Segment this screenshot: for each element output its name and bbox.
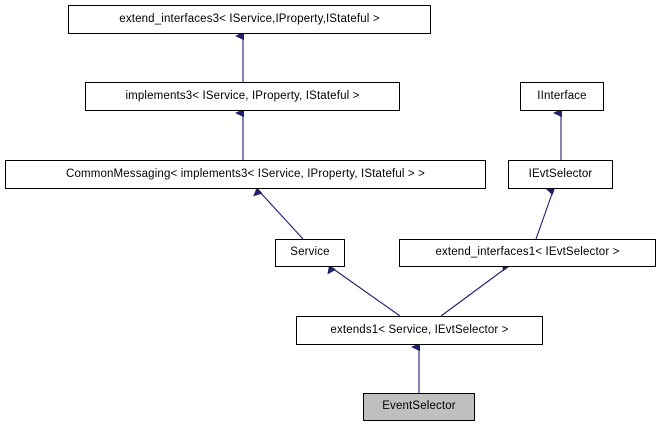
class-node-label: implements3< IService, IProperty, IState… — [125, 89, 360, 102]
class-node-label: IInterface — [537, 89, 587, 102]
class-node-label: extends1< Service, IEvtSelector > — [330, 323, 509, 336]
class-node-IInterface[interactable]: IInterface — [520, 82, 604, 111]
class-node-IEvtSelector[interactable]: IEvtSelector — [508, 160, 613, 189]
class-node-label: extend_interfaces1< IEvtSelector > — [435, 246, 620, 259]
inheritance-edge-extend_interfaces1-to-IEvtSelector — [535, 187, 556, 240]
class-node-extends1[interactable]: extends1< Service, IEvtSelector > — [296, 316, 543, 345]
class-node-label: EventSelector — [382, 400, 456, 413]
class-node-extend_interfaces3[interactable]: extend_interfaces3< IService,IProperty,I… — [68, 5, 431, 34]
class-node-implements3[interactable]: implements3< IService, IProperty, IState… — [85, 82, 400, 111]
class-node-label: extend_interfaces3< IService,IProperty,I… — [119, 12, 380, 25]
class-node-EventSelector[interactable]: EventSelector — [363, 393, 475, 421]
inheritance-edge-Service-to-CommonMessaging — [253, 187, 304, 240]
class-node-extend_interfaces1[interactable]: extend_interfaces1< IEvtSelector > — [399, 239, 656, 267]
class-node-CommonMessaging[interactable]: CommonMessaging< implements3< IService, … — [5, 160, 486, 189]
class-node-label: CommonMessaging< implements3< IService, … — [65, 167, 426, 180]
class-node-Service[interactable]: Service — [275, 239, 345, 267]
inheritance-edge-extends1-to-Service — [327, 264, 401, 317]
inheritance-edge-extends1-to-extend_interfaces1 — [440, 261, 510, 317]
class-node-label: IEvtSelector — [528, 167, 593, 180]
class-node-label: Service — [290, 246, 330, 259]
